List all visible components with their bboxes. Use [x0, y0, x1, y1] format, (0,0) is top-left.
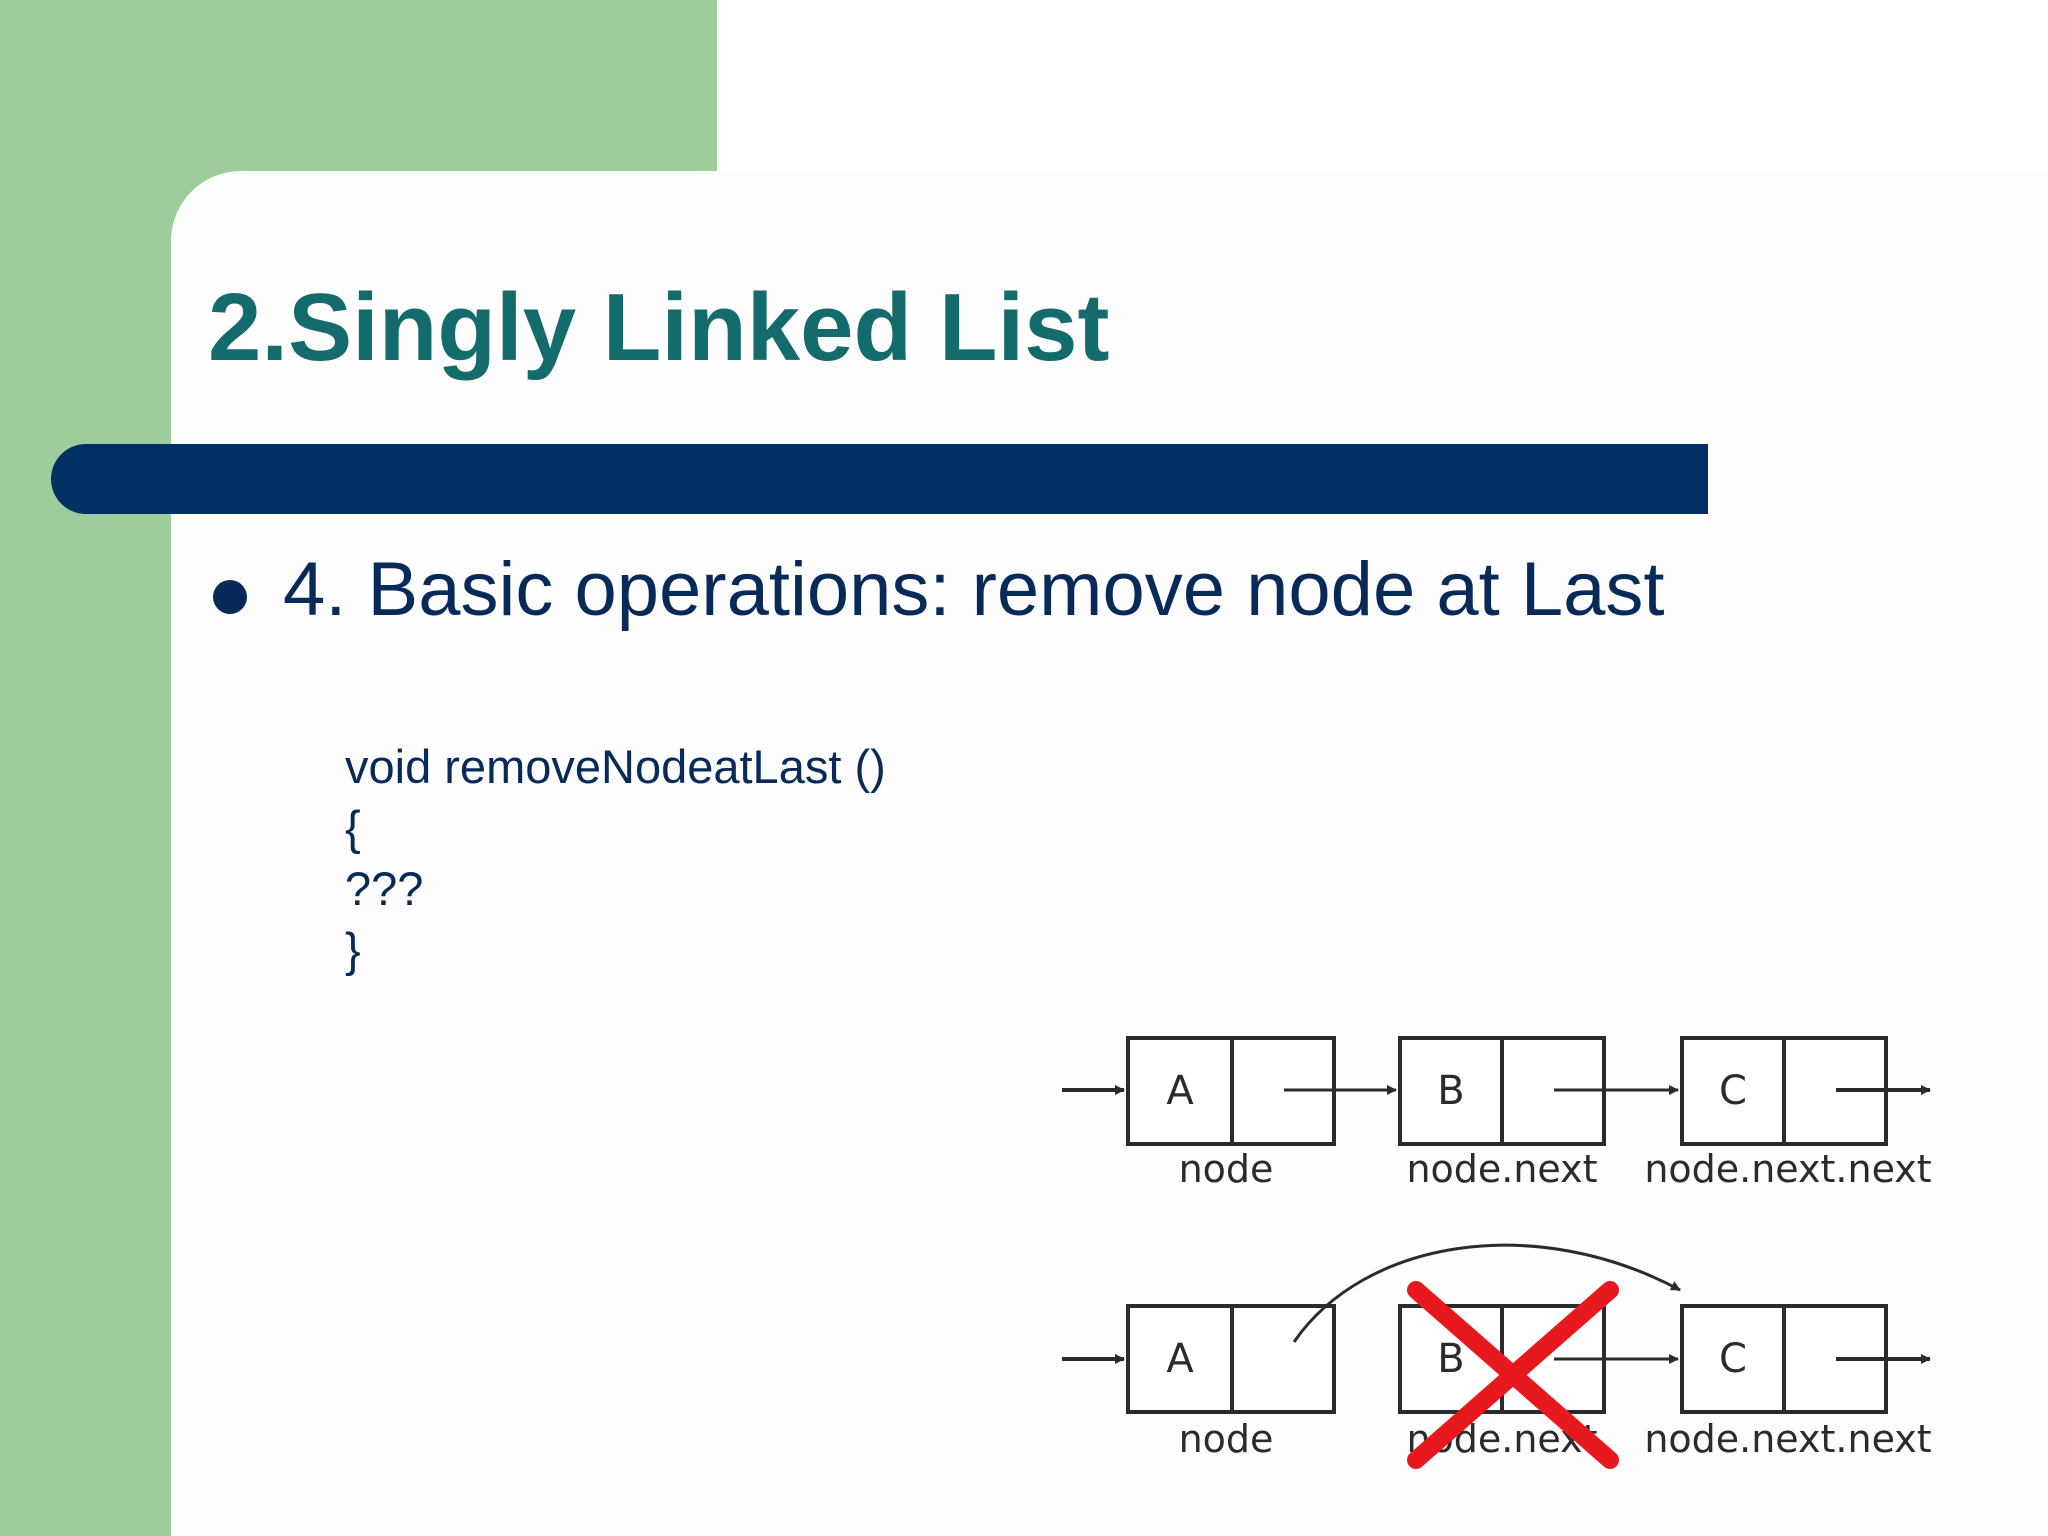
- bullet-icon: [213, 580, 247, 614]
- code-line: }: [345, 923, 361, 976]
- node-c: C node.next.next: [1644, 1036, 1932, 1191]
- slide-title: 2.Singly Linked List: [208, 274, 1110, 381]
- code-line: {: [345, 801, 361, 854]
- bypass-arrow: [1292, 1243, 1681, 1343]
- node-caption: node.next.next: [1644, 1417, 1931, 1461]
- top-row: A node B node.next C node.next.next: [1062, 1036, 1932, 1191]
- node-a: A node: [1126, 1036, 1336, 1191]
- code-line: ???: [345, 862, 424, 915]
- node-label: C: [1719, 1068, 1747, 1114]
- code-block: void removeNodeatLast () { ??? }: [345, 736, 886, 980]
- node-label: B: [1437, 1336, 1464, 1382]
- node-caption: node.next: [1406, 1147, 1597, 1191]
- title-underline-bar: [51, 444, 1708, 514]
- node-caption: node: [1179, 1417, 1274, 1461]
- node-b: B node.next: [1398, 1036, 1606, 1191]
- node-label: B: [1437, 1068, 1464, 1114]
- node-c: C node.next.next: [1644, 1304, 1932, 1461]
- bullet-text: 4. Basic operations: remove node at Last: [283, 547, 1665, 632]
- decorative-green-margin: [0, 171, 171, 1536]
- node-label: A: [1166, 1068, 1194, 1114]
- node-label: A: [1166, 1336, 1194, 1382]
- code-line: void removeNodeatLast (): [345, 740, 886, 793]
- linked-list-diagram: A node B node.next C node.next.next A no…: [1062, 1036, 1932, 1469]
- bottom-row: A node B node.next C node.next.next: [1062, 1243, 1932, 1469]
- node-caption: node: [1179, 1147, 1274, 1191]
- node-label: C: [1719, 1336, 1747, 1382]
- node-a: A node: [1126, 1304, 1336, 1461]
- delete-cross-icon: [1407, 1281, 1619, 1469]
- node-caption: node.next.next: [1644, 1147, 1931, 1191]
